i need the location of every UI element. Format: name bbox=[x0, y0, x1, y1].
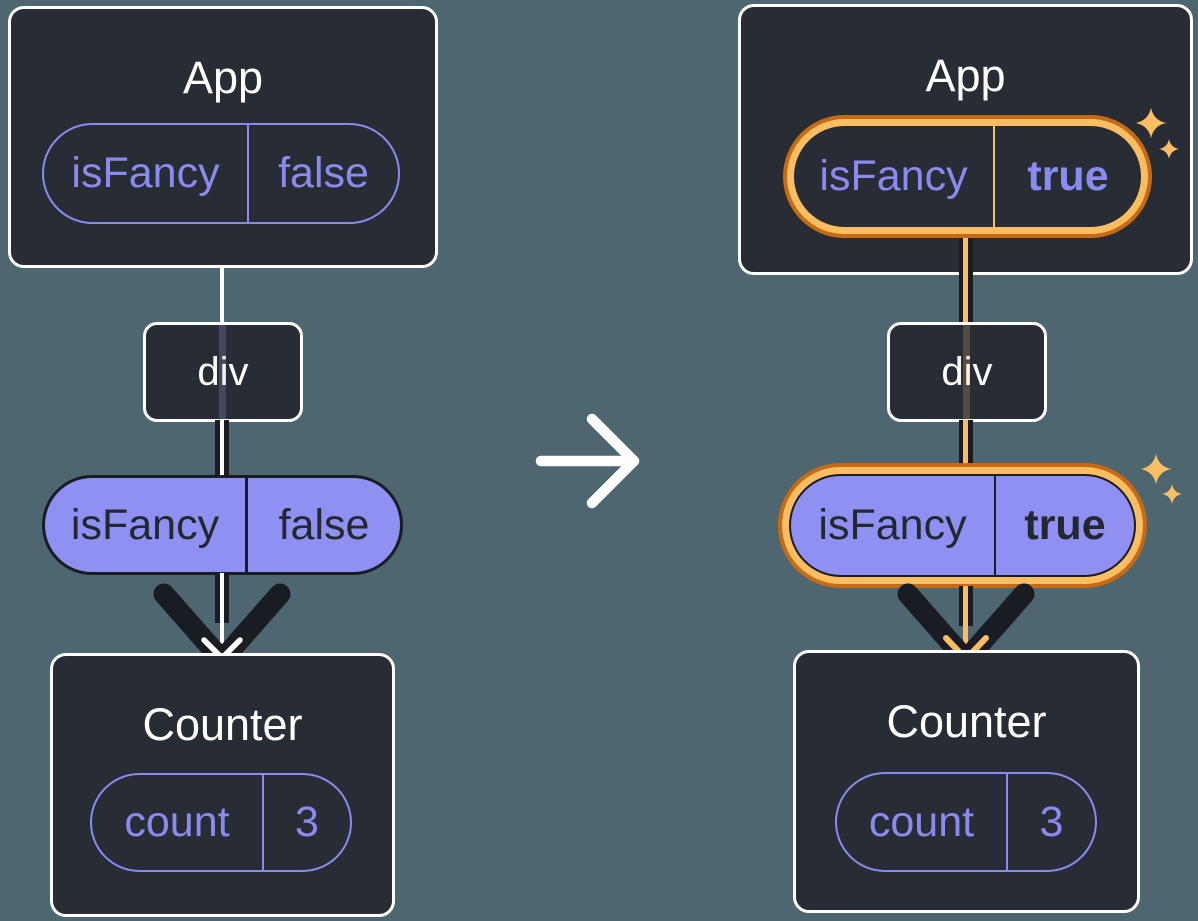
app-state-pill-after: isFancy true bbox=[794, 126, 1141, 227]
state-pill-name: isFancy bbox=[44, 125, 249, 222]
counter-card-after: Counter bbox=[793, 650, 1140, 913]
arrow-shaft-core-before bbox=[220, 573, 224, 653]
div-node-before: div bbox=[143, 322, 303, 422]
prop-pill-value: true bbox=[1024, 501, 1106, 549]
state-pill-value: false bbox=[278, 149, 369, 197]
connector-ghost-strip bbox=[219, 325, 226, 419]
counter-state-pill-after: count 3 bbox=[835, 772, 1097, 872]
state-pill-name: isFancy bbox=[794, 126, 995, 227]
app-title: App bbox=[182, 52, 264, 103]
connector-core-after bbox=[963, 236, 968, 324]
arrow-right-icon bbox=[535, 413, 640, 509]
prop-pill-name: isFancy bbox=[791, 476, 996, 575]
div-node-after: div bbox=[887, 322, 1047, 422]
counter-state-pill-before: count 3 bbox=[90, 773, 352, 872]
app-state-pill-before: isFancy false bbox=[42, 123, 400, 224]
connector-ghost-strip bbox=[963, 325, 970, 419]
sparkle-icon bbox=[1159, 139, 1179, 159]
app-state-pill-after-highlight: isFancy true bbox=[783, 115, 1152, 238]
arrow-shaft-core-after bbox=[963, 586, 968, 652]
state-pill-value: 3 bbox=[295, 798, 319, 846]
state-pill-name: count bbox=[837, 774, 1008, 870]
counter-title: Counter bbox=[886, 696, 1047, 747]
div-label: div bbox=[941, 349, 993, 394]
prop-pill-before: isFancy false bbox=[42, 475, 403, 575]
state-pill-value: true bbox=[1027, 152, 1109, 200]
connector-core-after bbox=[963, 420, 968, 465]
highlight-ring: isFancy true bbox=[787, 119, 1148, 234]
counter-title: Counter bbox=[142, 699, 303, 750]
sparkle-icon bbox=[1140, 453, 1172, 485]
sparkle-icon bbox=[1162, 484, 1182, 504]
app-title: App bbox=[925, 50, 1006, 101]
prop-pill-after: isFancy true bbox=[789, 474, 1136, 577]
connector-core-before bbox=[220, 420, 224, 477]
state-pill-value: 3 bbox=[1039, 797, 1064, 846]
div-label: div bbox=[197, 349, 249, 394]
sparkle-icon bbox=[1135, 107, 1167, 139]
prop-pill-name: isFancy bbox=[45, 478, 248, 572]
state-pill-name: count bbox=[92, 775, 264, 870]
connector-app-div-before bbox=[220, 266, 224, 324]
highlight-ring: isFancy true bbox=[782, 467, 1143, 584]
prop-pill-value: false bbox=[278, 500, 370, 549]
prop-pill-after-highlight: isFancy true bbox=[778, 463, 1147, 588]
